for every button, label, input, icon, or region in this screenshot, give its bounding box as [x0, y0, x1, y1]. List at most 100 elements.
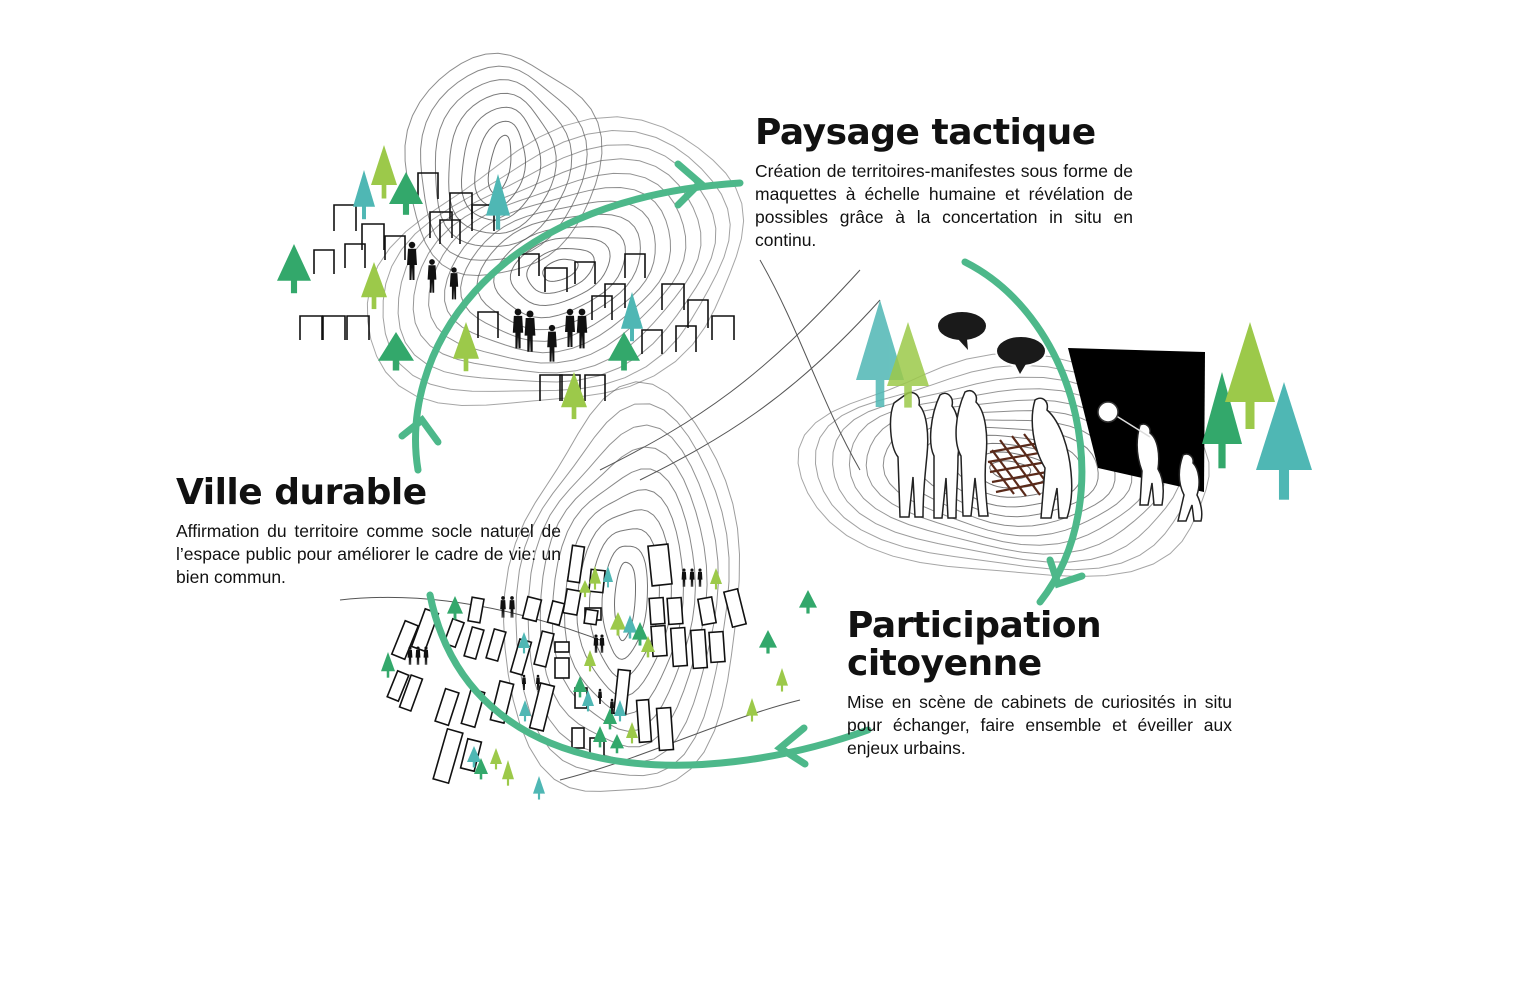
building-icon [346, 315, 370, 340]
contour-line [460, 106, 542, 222]
tree-icon [1202, 372, 1242, 469]
building-icon [467, 596, 485, 624]
contour-line [509, 237, 611, 307]
tree-icon [381, 652, 395, 678]
building-icon [417, 172, 439, 199]
tree-icon [1225, 322, 1275, 429]
person-silhouette-icon [500, 596, 506, 618]
building-icon [361, 223, 385, 250]
contour-line [448, 92, 557, 235]
contour-line [613, 561, 636, 642]
speech-bubble-icon [995, 335, 1047, 374]
paysage-tactique-title: Paysage tactique [755, 112, 1096, 153]
building-icon [635, 698, 653, 744]
tree-icon [533, 776, 545, 800]
building-icon [669, 626, 689, 668]
contour-line [526, 247, 595, 294]
tree-icon [371, 145, 397, 199]
contour-line [404, 52, 603, 277]
building-icon [554, 657, 570, 679]
building-icon [434, 687, 460, 727]
arrow-head-icon [774, 724, 809, 768]
contour-line [503, 381, 741, 792]
tree-icon [776, 668, 788, 692]
tree-icon [561, 372, 587, 420]
tree-icon [603, 566, 613, 588]
person-silhouette-icon [407, 646, 413, 665]
paysage-tactique-block: Paysage tactique Création de territoires… [755, 114, 1133, 252]
people-silhouettes-black [407, 241, 588, 362]
building-icon [521, 595, 543, 623]
building-icon [666, 596, 684, 626]
tree-icon [614, 700, 626, 722]
building-icon [571, 727, 585, 749]
building-icon [562, 588, 582, 616]
building-icon [546, 599, 566, 627]
building-icon [539, 374, 563, 401]
person-silhouette-icon [599, 634, 605, 653]
contour-line [366, 116, 745, 407]
building-icon [624, 253, 646, 278]
black-panel [1068, 348, 1205, 492]
contour-line [382, 129, 731, 392]
contour-line [428, 172, 687, 364]
building-icon [722, 587, 748, 629]
tree-icon [486, 174, 510, 230]
cycle-arc-right [961, 258, 1086, 606]
contour-line [397, 144, 717, 383]
building-icon [583, 608, 599, 626]
building-icon [386, 669, 410, 703]
ville-durable-block: Ville durable Affirmation du territoire … [176, 474, 561, 589]
tree-icon [710, 568, 722, 590]
cycle-arrows [398, 160, 1086, 769]
building-icon [584, 374, 606, 401]
contour-line [493, 226, 626, 319]
person-silhouette-icon [593, 634, 599, 653]
arrow-head-icon [674, 160, 706, 209]
building-icon [533, 630, 555, 668]
tree-icon [573, 676, 587, 698]
building-icon [675, 325, 697, 352]
building-icon [641, 329, 663, 354]
contour-line [599, 269, 861, 471]
building-icon [591, 295, 613, 320]
tree-icon [632, 622, 648, 646]
building-icon [432, 727, 464, 785]
tree-icon [626, 722, 638, 744]
person-silhouette-icon [449, 267, 459, 300]
person-silhouette-icon [681, 568, 687, 587]
building-icon [655, 706, 675, 752]
tree-icon [623, 615, 637, 639]
contour-line [542, 258, 579, 282]
tree-icon [856, 300, 904, 407]
contour-line [527, 424, 719, 763]
trees [277, 145, 1312, 800]
people-silhouettes-white [889, 390, 1203, 522]
building-icon [689, 628, 709, 670]
tree-icon [584, 650, 596, 672]
person-silhouette-icon [565, 308, 575, 347]
person-silhouette-icon [512, 308, 524, 349]
person-silhouette-icon [415, 646, 421, 665]
tree-icon [759, 630, 777, 654]
contour-line [639, 299, 881, 481]
tree-icon [361, 262, 387, 310]
building-icon [429, 211, 453, 238]
cycle-arc-bottom [426, 591, 872, 769]
contour-line [601, 545, 649, 660]
tree-icon [467, 746, 481, 768]
person-silhouette-icon [536, 674, 540, 690]
tree-icon [490, 748, 502, 770]
paysage-tactique-text: Création de territoires-manifestes sous … [755, 160, 1133, 250]
building-icon [711, 315, 735, 340]
tree-icon [378, 332, 414, 371]
tree-icon [610, 734, 624, 754]
building-icon [384, 235, 406, 260]
building-icon [544, 267, 568, 292]
building-icon [566, 544, 586, 584]
contour-line [515, 403, 730, 777]
contour-line [588, 528, 660, 679]
building-icon [477, 311, 499, 338]
